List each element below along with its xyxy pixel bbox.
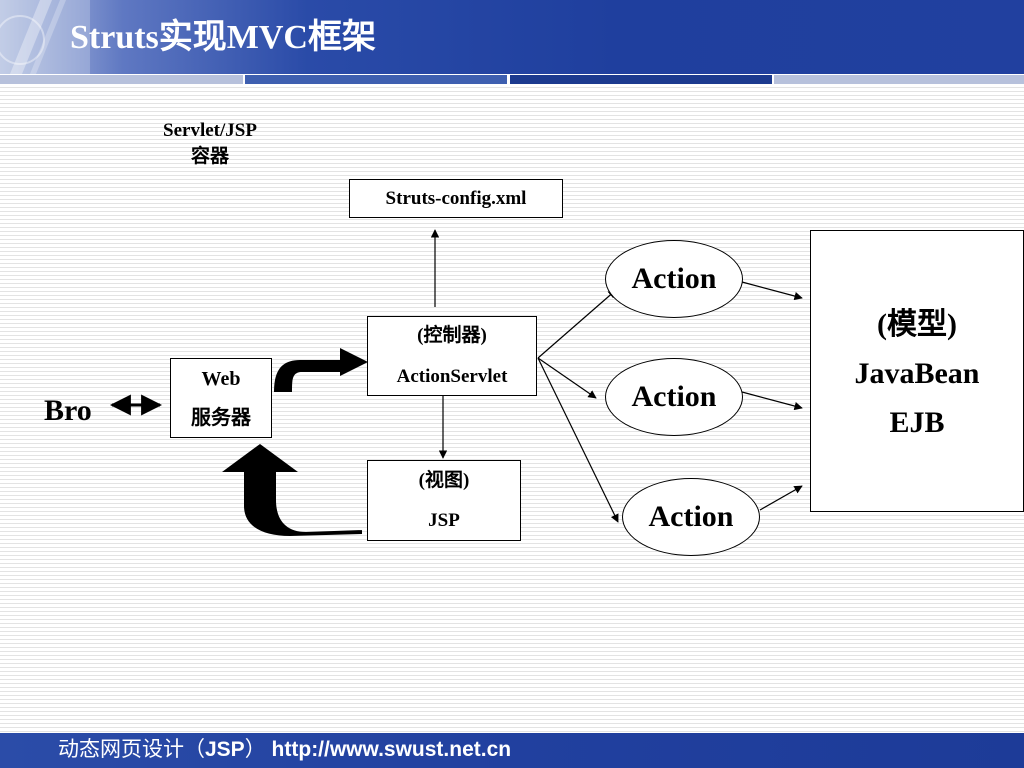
action-node: Action [622, 478, 760, 556]
title-bar: Struts实现MVC框架 [0, 0, 1024, 74]
title-rule-segment [245, 75, 507, 84]
title-decoration-graphic [0, 0, 90, 74]
controller-box: (控制器) ActionServlet [367, 316, 537, 396]
webserver-controller-thick-arrow [274, 348, 368, 392]
footer-url: http://www.swust.net.cn [271, 738, 512, 761]
footer-course: 动态网页设计（ [58, 738, 205, 761]
view-line: (视图) [418, 470, 470, 491]
footer-course-bold: JSP [205, 738, 245, 761]
action-model-arrow [741, 391, 803, 411]
controller-action-arrow [537, 357, 619, 523]
config-file-box: Struts-config.xml [349, 179, 563, 218]
title-rule-segment [774, 75, 1024, 84]
controller-line: (控制器) [417, 325, 487, 346]
model-line: EJB [889, 406, 945, 439]
web-server-line: 服务器 [191, 407, 251, 429]
title-rule-segment [510, 75, 772, 84]
browser-label: Bro [44, 394, 92, 427]
footer-text: 动态网页设计（JSP） http://www.swust.net.cn [58, 736, 511, 764]
title-rule-segment [0, 75, 243, 84]
config-file-label: Struts-config.xml [385, 188, 527, 209]
container-label-line: 容器 [190, 146, 229, 167]
model-line: (模型) [877, 308, 957, 341]
view-line: JSP [428, 510, 460, 531]
footer-bar [0, 733, 1024, 768]
page-title: Struts实现MVC框架 [70, 19, 376, 56]
controller-action-arrow [537, 357, 597, 399]
controller-line: ActionServlet [396, 366, 508, 387]
model-line: JavaBean [854, 357, 980, 390]
action-model-arrow [759, 485, 803, 511]
controller-action-arrow [537, 289, 617, 359]
action-node: Action [605, 240, 743, 318]
view-webserver-thick-arrow [222, 444, 362, 536]
action-model-arrow [741, 281, 803, 301]
model-box: (模型) JavaBean EJB [810, 230, 1024, 512]
view-box: (视图) JSP [367, 460, 521, 541]
container-label-line: Servlet/JSP [163, 120, 257, 141]
container-label: Servlet/JSP 容器 [130, 118, 290, 170]
web-server-box: Web 服务器 [170, 358, 272, 438]
web-server-line: Web [201, 368, 241, 390]
action-node: Action [605, 358, 743, 436]
footer-course-end: ） [244, 738, 266, 761]
